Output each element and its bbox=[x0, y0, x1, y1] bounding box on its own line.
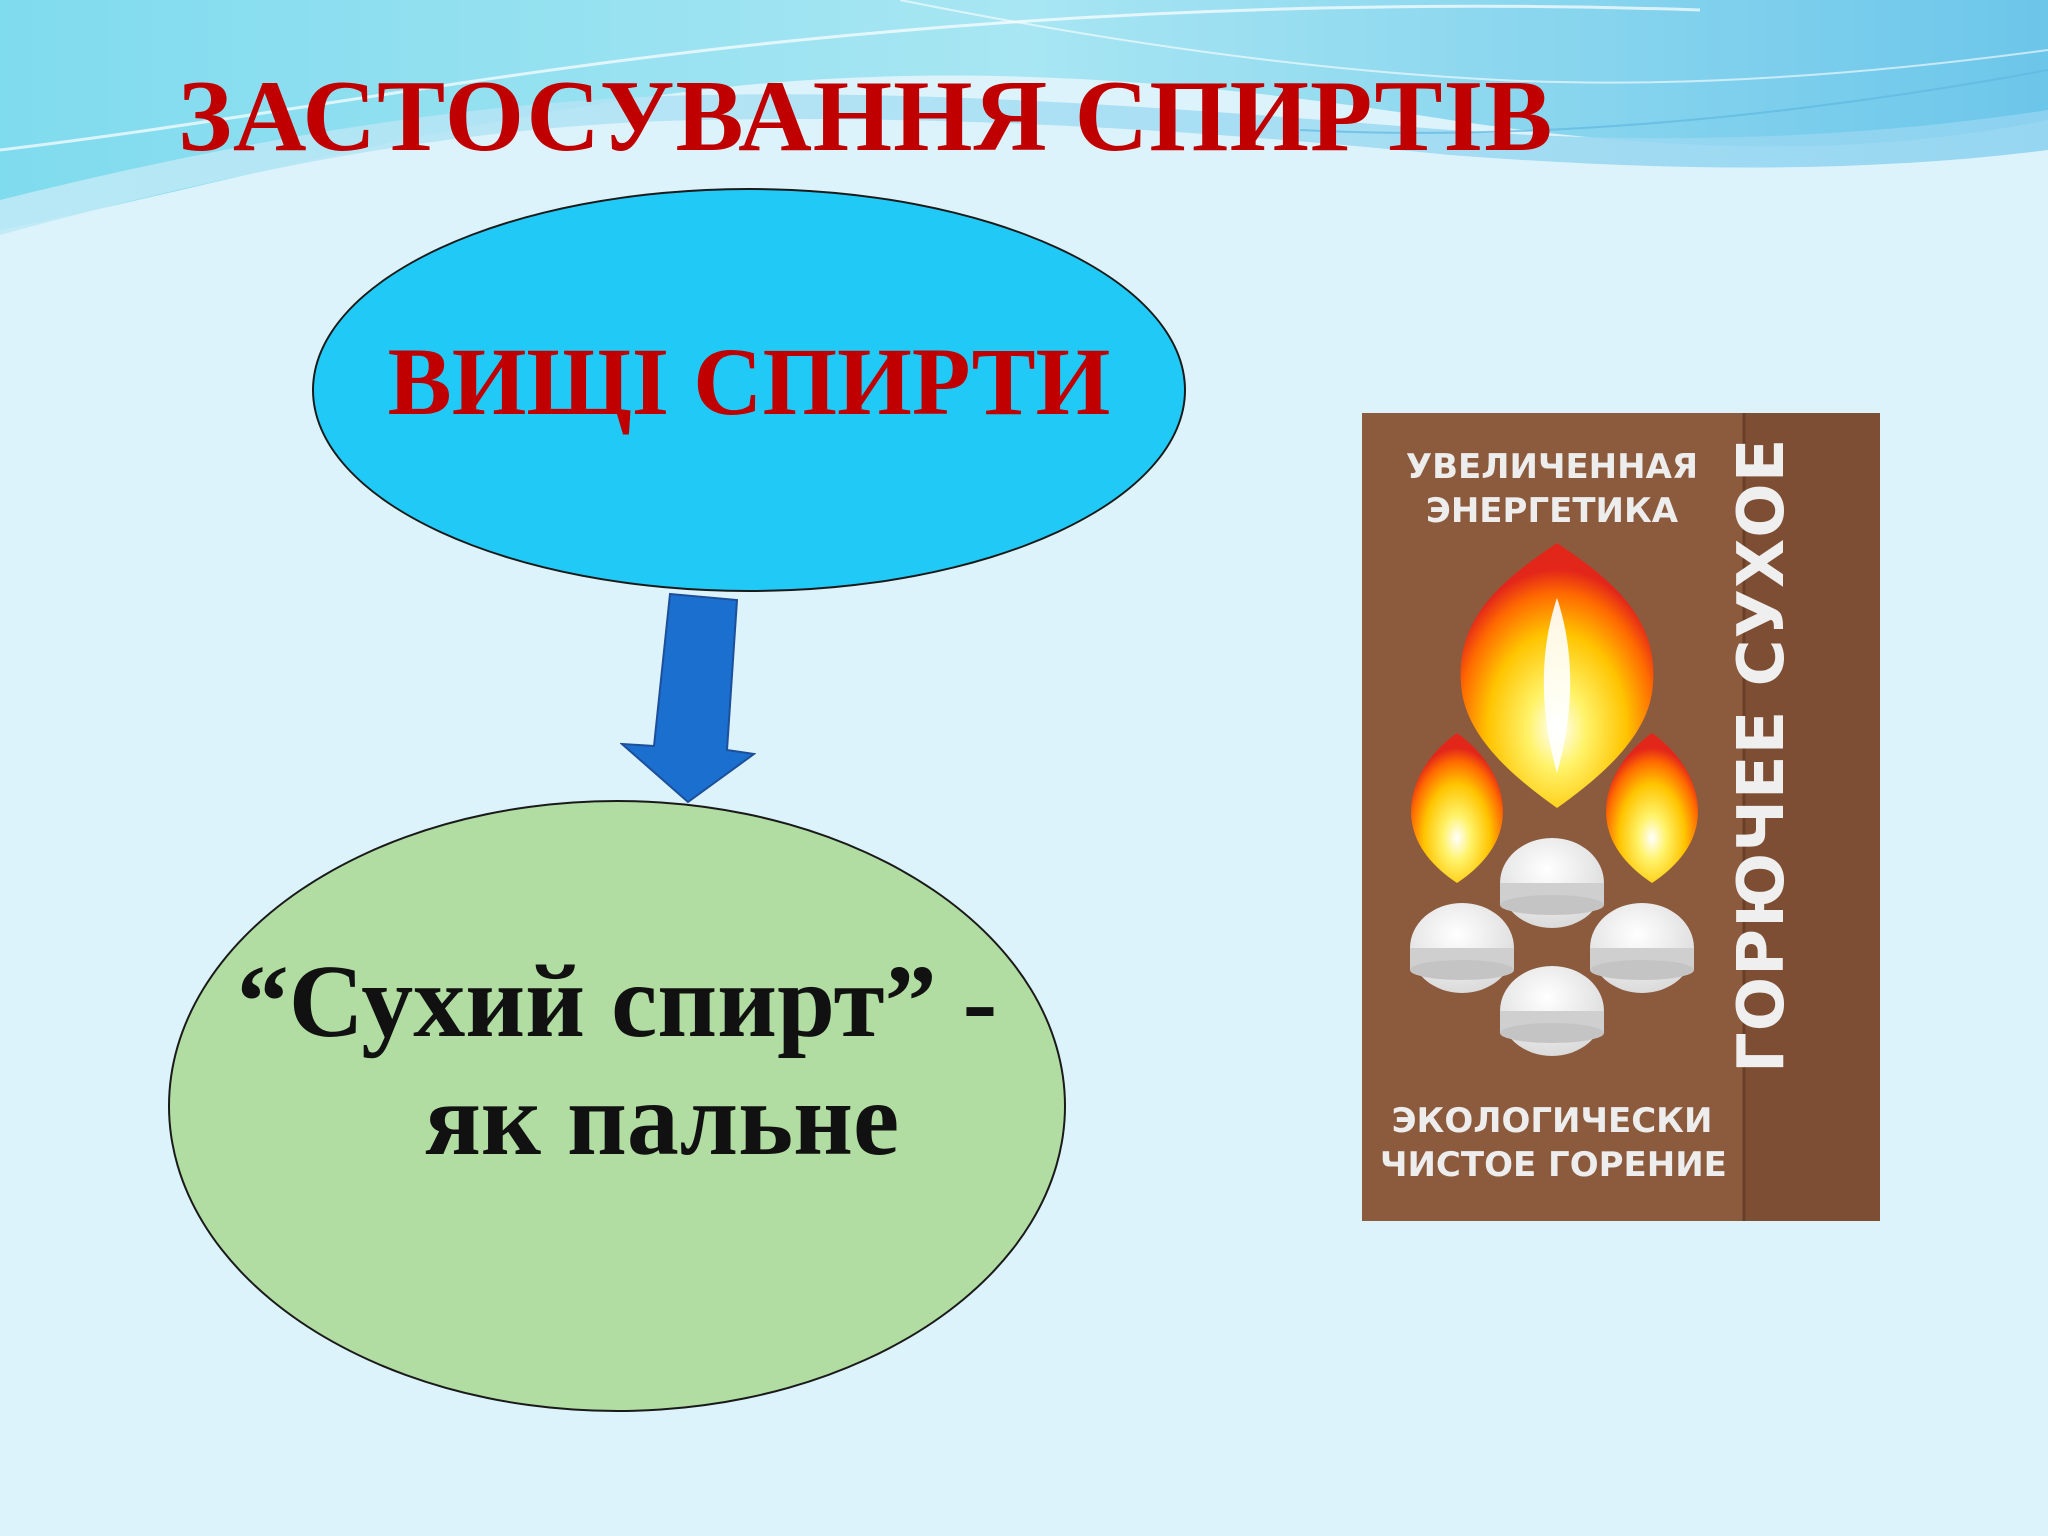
higher-alcohols-node: ВИЩІ СПИРТИ bbox=[312, 188, 1186, 592]
package-bottom-line2: ЧИСТОЕ ГОРЕНИЕ bbox=[1380, 1145, 1727, 1185]
dry-alcohol-node: “Сухий спирт” - як пальне bbox=[168, 800, 1066, 1412]
package-top-line1: УВЕЛИЧЕННАЯ bbox=[1405, 447, 1699, 487]
background-waves bbox=[0, 0, 2048, 235]
package-bottom-line1: ЭКОЛОГИЧЕСКИ bbox=[1391, 1101, 1713, 1141]
dry-alcohol-line1: “Сухий спирт” - bbox=[236, 944, 998, 1059]
package-side-text: ГОРЮЧЕЕ СУХОЕ bbox=[1725, 437, 1799, 1073]
package-bottom-text: ЭКОЛОГИЧЕСКИ ЧИСТОЕ ГОРЕНИЕ bbox=[1380, 1099, 1727, 1187]
package-top-line2: ЭНЕРГЕТИКА bbox=[1425, 491, 1679, 531]
slide-title: ЗАСТОСУВАННЯ СПИРТІВ bbox=[178, 60, 1554, 173]
package-top-text: УВЕЛИЧЕННАЯ ЭНЕРГЕТИКА bbox=[1402, 445, 1702, 533]
dry-alcohol-line2: як пальне bbox=[424, 1062, 900, 1177]
dry-fuel-package-image: УВЕЛИЧЕННАЯ ЭНЕРГЕТИКА ЭКОЛОГИЧЕСКИ ЧИСТ… bbox=[1362, 413, 1880, 1221]
down-arrow bbox=[620, 592, 756, 804]
higher-alcohols-label: ВИЩІ СПИРТИ bbox=[387, 327, 1111, 435]
package-artwork bbox=[1362, 413, 1880, 1221]
